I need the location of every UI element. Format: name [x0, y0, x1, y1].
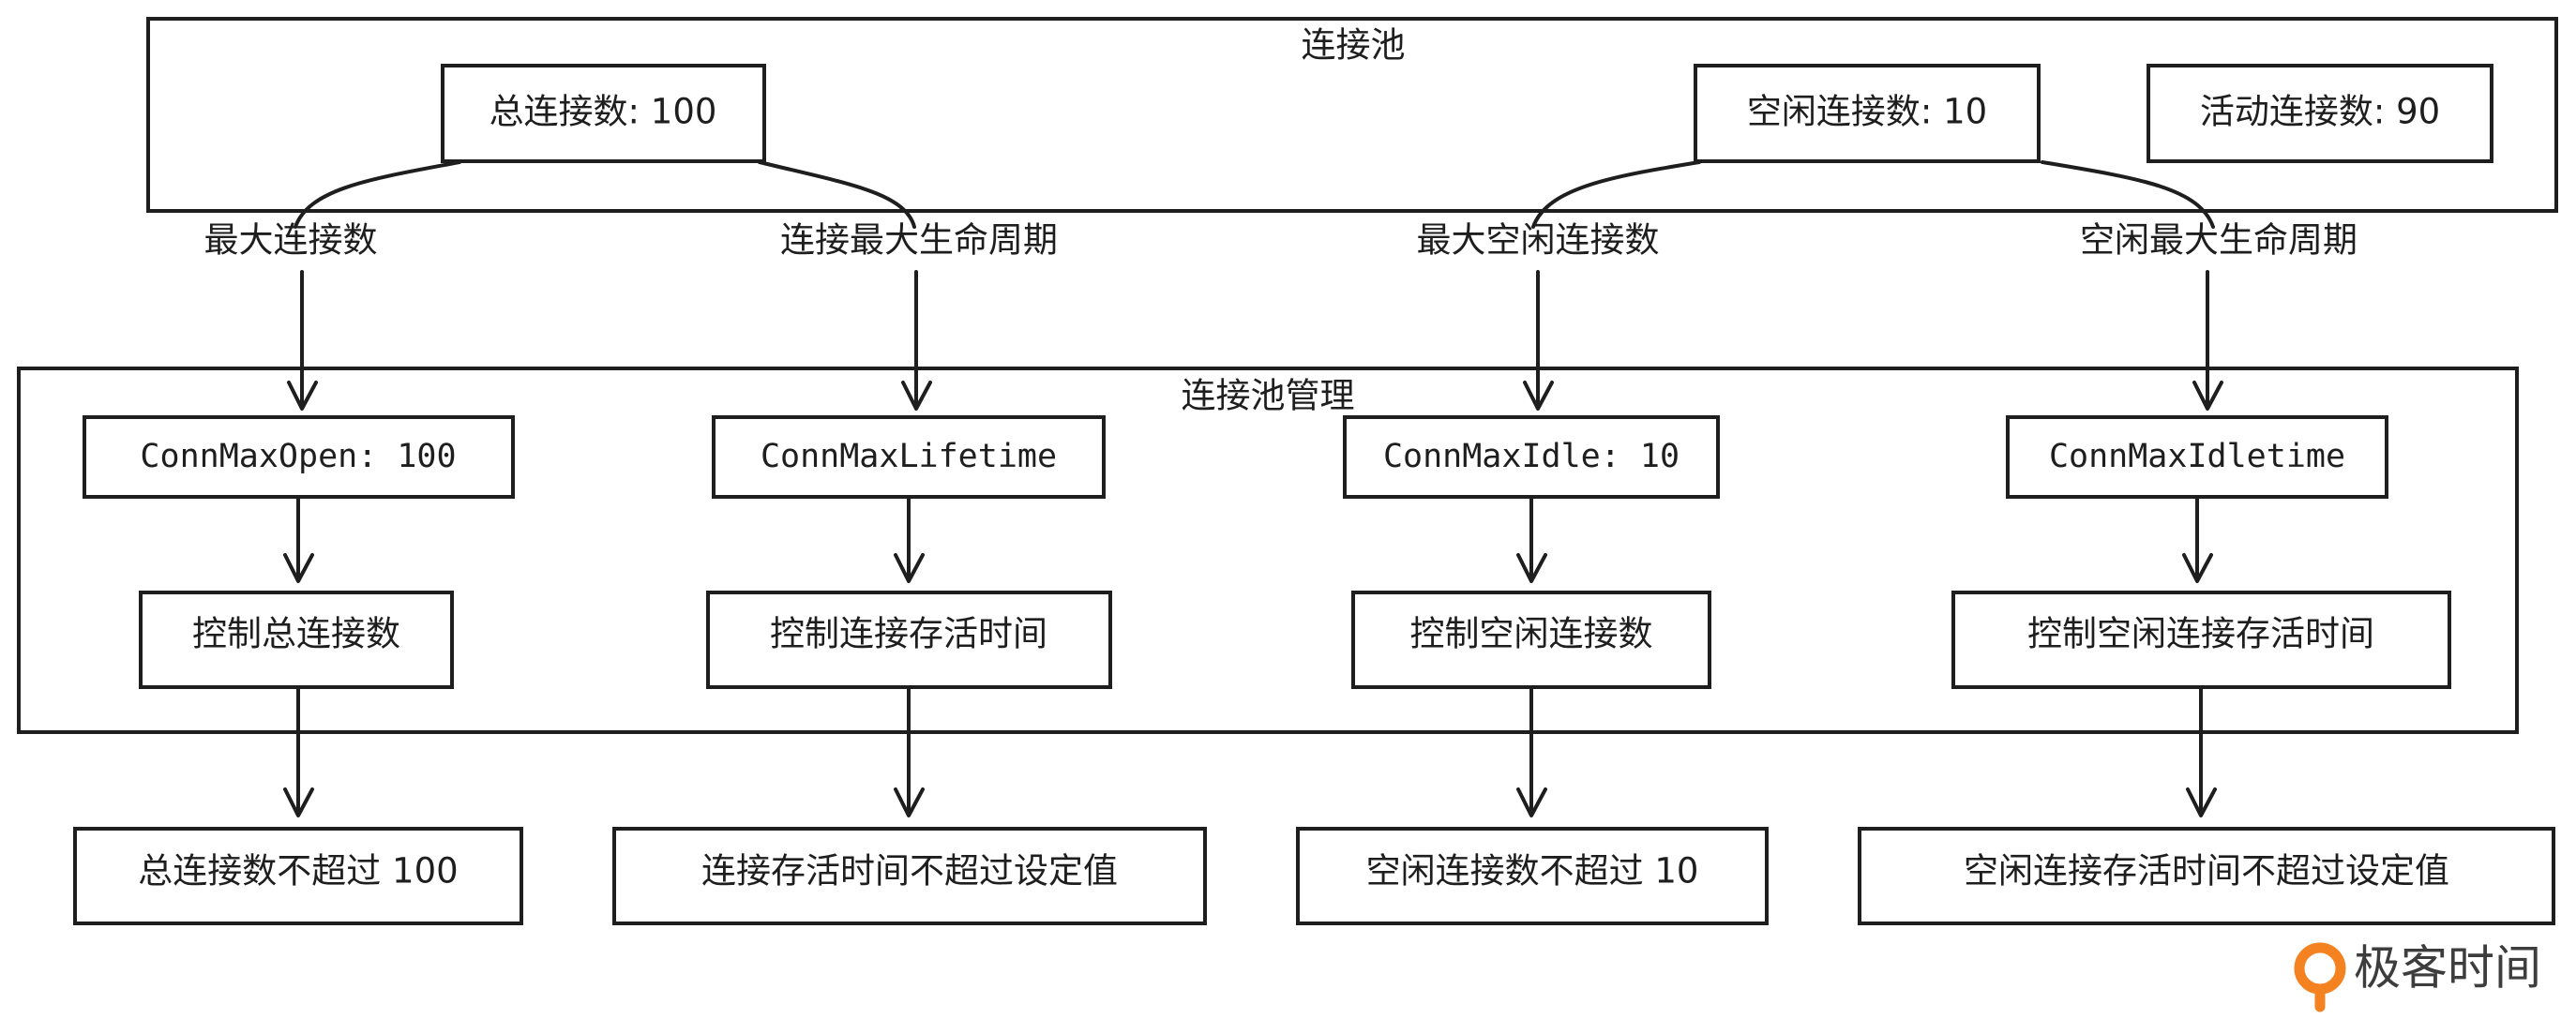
result-lifetime-label: 连接存活时间不超过设定值 [701, 851, 1118, 892]
max-idletime-label: ConnMaxIdletime [2049, 438, 2345, 475]
total-connections-box [441, 64, 766, 163]
edge-label-idle-max-lifetime: 空闲最大生命周期 [2080, 220, 2358, 261]
control-idle-lifetime-box [1951, 591, 2451, 689]
arrow-to-max-lifetime [901, 270, 932, 411]
max-idle-box [1343, 415, 1720, 499]
control-idle-lifetime-label: 控制空闲连接存活时间 [2027, 614, 2374, 654]
arrow-control-idle-to-result [1516, 687, 1547, 817]
result-lifetime-box [612, 827, 1207, 925]
arrow-control-lifetime-to-result [894, 687, 925, 817]
control-idle-label: 控制空闲连接数 [1410, 614, 1653, 654]
arrow-to-max-idletime [2192, 270, 2223, 411]
control-total-label: 控制总连接数 [192, 614, 400, 654]
geektime-logo-text: 极客时间 [2354, 941, 2541, 996]
edge-label-conn-max-lifetime: 连接最大生命周期 [780, 220, 1058, 261]
max-open-box [83, 415, 515, 499]
result-idle-lifetime-box [1858, 827, 2555, 925]
edge-label-max-idle-connections: 最大空闲连接数 [1417, 220, 1660, 261]
idle-connections-box [1694, 64, 2041, 163]
control-total-box [139, 591, 454, 689]
edge-max-idle-connections [1531, 160, 1701, 229]
control-lifetime-label: 控制连接存活时间 [770, 614, 1047, 654]
geektime-logo: 极客时间 [2294, 941, 2541, 1012]
max-idle-label: ConnMaxIdle: 10 [1383, 438, 1680, 475]
result-total-box [73, 827, 523, 925]
idle-connections-label: 空闲连接数: 10 [1747, 92, 1987, 132]
active-connections-box [2147, 64, 2493, 163]
arrow-to-max-open [287, 270, 318, 411]
edge-label-max-connections: 最大连接数 [204, 220, 378, 261]
edge-idle-max-lifetime [2041, 160, 2215, 229]
arrow-max-idle-to-control [1516, 497, 1547, 583]
management-frame [17, 367, 2519, 734]
result-idle-label: 空闲连接数不超过 10 [1366, 851, 1699, 892]
arrow-max-open-to-control [283, 497, 314, 583]
pool-title: 连接池 [1302, 25, 1406, 66]
arrow-max-idletime-to-control [2182, 497, 2213, 583]
geektime-logo-icon [2294, 942, 2346, 1012]
arrow-max-lifetime-to-control [894, 497, 925, 583]
result-idle-lifetime-label: 空闲连接存活时间不超过设定值 [1964, 851, 2449, 892]
result-idle-box [1296, 827, 1769, 925]
edge-conn-max-lifetime [758, 160, 916, 229]
total-connections-label: 总连接数: 100 [490, 92, 717, 132]
control-lifetime-box [706, 591, 1112, 689]
pool-frame [146, 17, 2558, 213]
active-connections-label: 活动连接数: 90 [2200, 92, 2440, 132]
max-idletime-box [2006, 415, 2388, 499]
management-title: 连接池管理 [1182, 376, 1355, 416]
arrow-to-max-idle [1523, 270, 1554, 411]
edge-max-connections [294, 160, 461, 229]
arrow-control-total-to-result [283, 687, 314, 817]
arrow-control-idle-lifetime-to-result [2186, 687, 2217, 817]
result-total-label: 总连接数不超过 100 [138, 851, 458, 892]
max-lifetime-label: ConnMaxLifetime [761, 438, 1057, 475]
max-open-label: ConnMaxOpen: 100 [140, 438, 456, 475]
